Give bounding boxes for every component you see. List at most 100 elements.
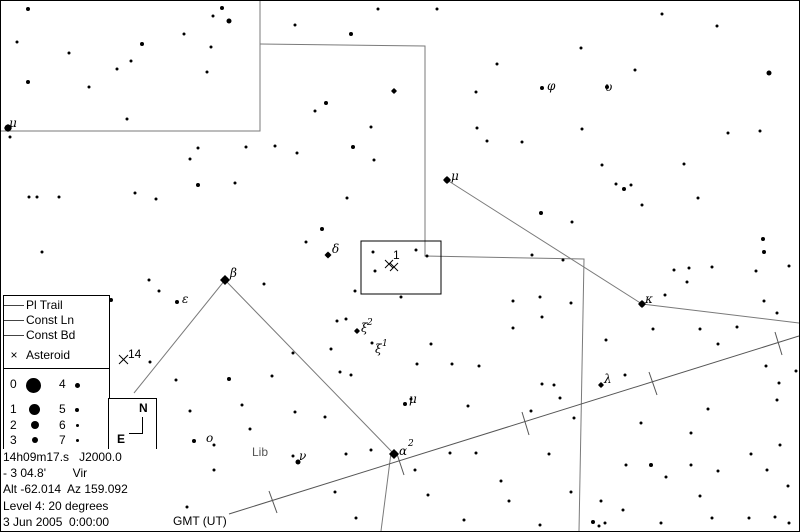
star[interactable] — [538, 523, 542, 527]
star[interactable] — [758, 129, 762, 133]
star[interactable] — [511, 299, 515, 303]
star[interactable] — [580, 127, 584, 131]
star[interactable] — [414, 248, 418, 252]
star[interactable] — [40, 250, 44, 254]
star[interactable] — [766, 70, 772, 76]
star[interactable] — [773, 515, 777, 519]
star[interactable] — [520, 140, 524, 144]
bright-star[interactable] — [391, 88, 397, 94]
star[interactable] — [749, 452, 753, 456]
star[interactable] — [353, 289, 357, 293]
star[interactable] — [133, 191, 137, 195]
bright-star[interactable] — [443, 176, 451, 184]
star[interactable] — [597, 524, 601, 528]
star[interactable] — [775, 398, 779, 402]
star[interactable] — [605, 85, 609, 89]
stars[interactable] — [4, 6, 798, 528]
star[interactable] — [706, 407, 710, 411]
star[interactable] — [689, 431, 693, 435]
star[interactable] — [538, 295, 542, 299]
star[interactable] — [125, 117, 129, 121]
star[interactable] — [345, 196, 349, 200]
star[interactable] — [109, 298, 113, 302]
star[interactable] — [409, 397, 413, 401]
star[interactable] — [591, 520, 595, 524]
star[interactable] — [262, 282, 266, 286]
star[interactable] — [623, 373, 627, 377]
star[interactable] — [474, 90, 478, 94]
star[interactable] — [639, 421, 643, 425]
star[interactable] — [762, 299, 766, 303]
star[interactable] — [570, 220, 574, 224]
star[interactable] — [324, 101, 328, 105]
star[interactable] — [196, 183, 200, 187]
bright-star[interactable] — [220, 275, 230, 285]
asteroid-markers[interactable] — [118, 259, 399, 365]
star[interactable] — [621, 508, 625, 512]
star[interactable] — [220, 6, 224, 10]
star[interactable] — [450, 362, 454, 366]
star[interactable] — [291, 351, 295, 355]
star[interactable] — [35, 195, 39, 199]
star[interactable] — [244, 145, 248, 149]
star[interactable] — [485, 139, 489, 143]
star[interactable] — [775, 311, 779, 315]
star[interactable] — [698, 494, 702, 498]
star[interactable] — [57, 195, 61, 199]
star[interactable] — [716, 342, 720, 346]
star[interactable] — [511, 326, 515, 330]
star[interactable] — [762, 250, 766, 254]
star[interactable] — [320, 227, 324, 231]
bright-star[interactable] — [324, 251, 332, 259]
star[interactable] — [373, 269, 377, 273]
star[interactable] — [415, 362, 419, 366]
star[interactable] — [196, 146, 200, 150]
star[interactable] — [477, 364, 481, 368]
star[interactable] — [765, 468, 769, 472]
star[interactable] — [747, 516, 751, 520]
star[interactable] — [552, 383, 556, 387]
star[interactable] — [696, 196, 700, 200]
bright-star[interactable] — [389, 449, 399, 459]
star[interactable] — [529, 409, 533, 413]
star[interactable] — [212, 468, 216, 472]
star[interactable] — [777, 381, 781, 385]
star[interactable] — [349, 32, 353, 36]
star[interactable] — [344, 452, 348, 456]
star[interactable] — [349, 373, 353, 377]
star[interactable] — [649, 463, 653, 467]
star[interactable] — [685, 280, 689, 284]
star[interactable] — [8, 135, 12, 139]
star[interactable] — [233, 181, 237, 185]
star[interactable] — [735, 325, 739, 329]
star[interactable] — [540, 86, 544, 90]
star[interactable] — [148, 360, 152, 364]
star[interactable] — [569, 490, 573, 494]
star[interactable] — [87, 85, 91, 89]
star[interactable] — [633, 68, 637, 72]
star[interactable] — [474, 451, 478, 455]
star[interactable] — [295, 459, 301, 465]
star[interactable] — [185, 505, 189, 509]
star[interactable] — [140, 42, 144, 46]
bright-star[interactable] — [354, 328, 360, 334]
star[interactable] — [15, 40, 19, 44]
star[interactable] — [147, 278, 151, 282]
star[interactable] — [624, 463, 628, 467]
star[interactable] — [435, 7, 439, 11]
star[interactable] — [651, 327, 655, 331]
star[interactable] — [603, 521, 607, 525]
star[interactable] — [689, 463, 693, 467]
star[interactable] — [227, 377, 231, 381]
star[interactable] — [786, 484, 790, 488]
star[interactable] — [27, 195, 31, 199]
star[interactable] — [182, 32, 186, 36]
star[interactable] — [323, 415, 327, 419]
star[interactable] — [26, 7, 30, 11]
star[interactable] — [540, 315, 544, 319]
star[interactable] — [67, 51, 71, 55]
star[interactable] — [495, 62, 499, 66]
star[interactable] — [209, 45, 213, 49]
star[interactable] — [212, 443, 216, 447]
